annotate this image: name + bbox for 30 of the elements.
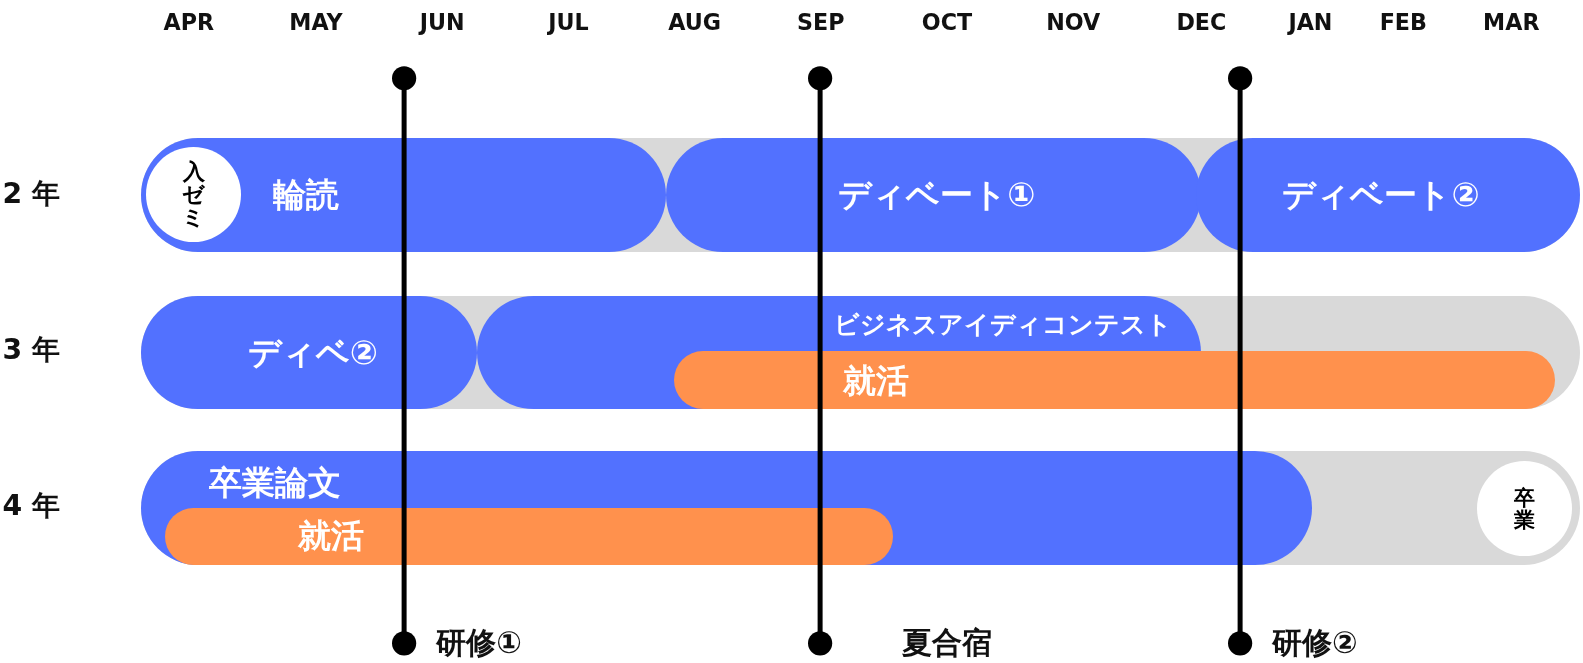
event-label: 研修①: [436, 627, 522, 659]
milestone-label: 入ゼミ: [182, 159, 206, 230]
year-label: 2年: [2, 179, 71, 208]
event-label: 夏合宿: [901, 627, 992, 659]
activity-label: 輪読: [272, 178, 339, 212]
year-label: 4年: [2, 491, 71, 520]
activity-label: ディベート②: [1282, 178, 1480, 212]
month-label: OCT: [921, 11, 973, 34]
year-label: 3年: [2, 336, 71, 365]
month-label: JUL: [548, 11, 589, 34]
month-label: FEB: [1379, 11, 1427, 34]
month-label: JUN: [419, 11, 465, 34]
activity-bar: [674, 351, 1555, 409]
activity-label: ビジネスアイディコンテスト: [834, 312, 1173, 338]
activity-label: ディベート①: [838, 178, 1036, 212]
activity-bar: [164, 507, 894, 566]
activity-label: 卒業論文: [208, 465, 341, 500]
month-label: MAY: [289, 11, 343, 34]
activity-label: 就活: [843, 363, 910, 398]
month-label: JAN: [1288, 11, 1333, 34]
milestone-label: 卒業: [1513, 486, 1536, 532]
month-label: SEP: [797, 11, 845, 34]
month-label: APR: [163, 11, 215, 34]
activity-label: 就活: [298, 519, 365, 553]
activity-label: ディベ②: [247, 336, 379, 370]
month-label: AUG: [668, 11, 721, 34]
month-label: MAR: [1483, 11, 1540, 34]
month-label: DEC: [1176, 11, 1227, 34]
month-label: NOV: [1046, 11, 1101, 34]
event-label: 研修②: [1272, 627, 1358, 659]
